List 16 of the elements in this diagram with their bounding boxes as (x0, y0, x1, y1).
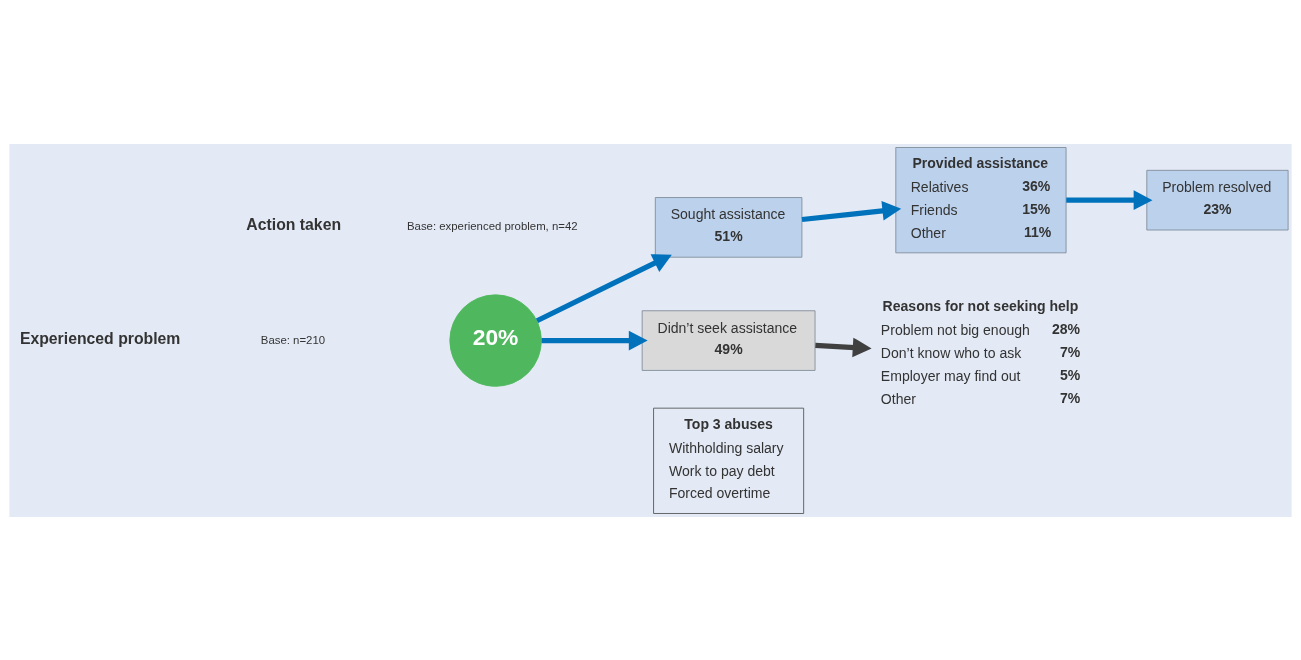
label: Base: n=210 (260, 333, 326, 346)
node-box: Didn’t seek assistance 49% (641, 309, 816, 371)
node-box: Problem resolved 23% (1146, 169, 1289, 230)
arrow (1066, 189, 1153, 210)
node-text: Reasons for not seeking help Problem not big enough 28% Don’t know who to ask 7% Employer may find out 5% Other 7% (880, 297, 1081, 407)
arrow (535, 253, 672, 323)
node-circle: 20% (449, 293, 542, 387)
label: Experienced problem (19, 329, 181, 347)
label: Base: experienced problem, n=42 (406, 219, 578, 232)
arrow (541, 330, 648, 350)
node-box: Sought assistance 51% (654, 196, 803, 258)
node-box: Top 3 abuses Withholding salary Work to pay debt Forced overtime (653, 407, 805, 514)
arrow (801, 200, 902, 222)
label: Action taken (246, 215, 342, 233)
arrow (815, 337, 872, 357)
node-box: Provided assistance Relatives 36% Friends 15% Other 11% (895, 146, 1067, 253)
